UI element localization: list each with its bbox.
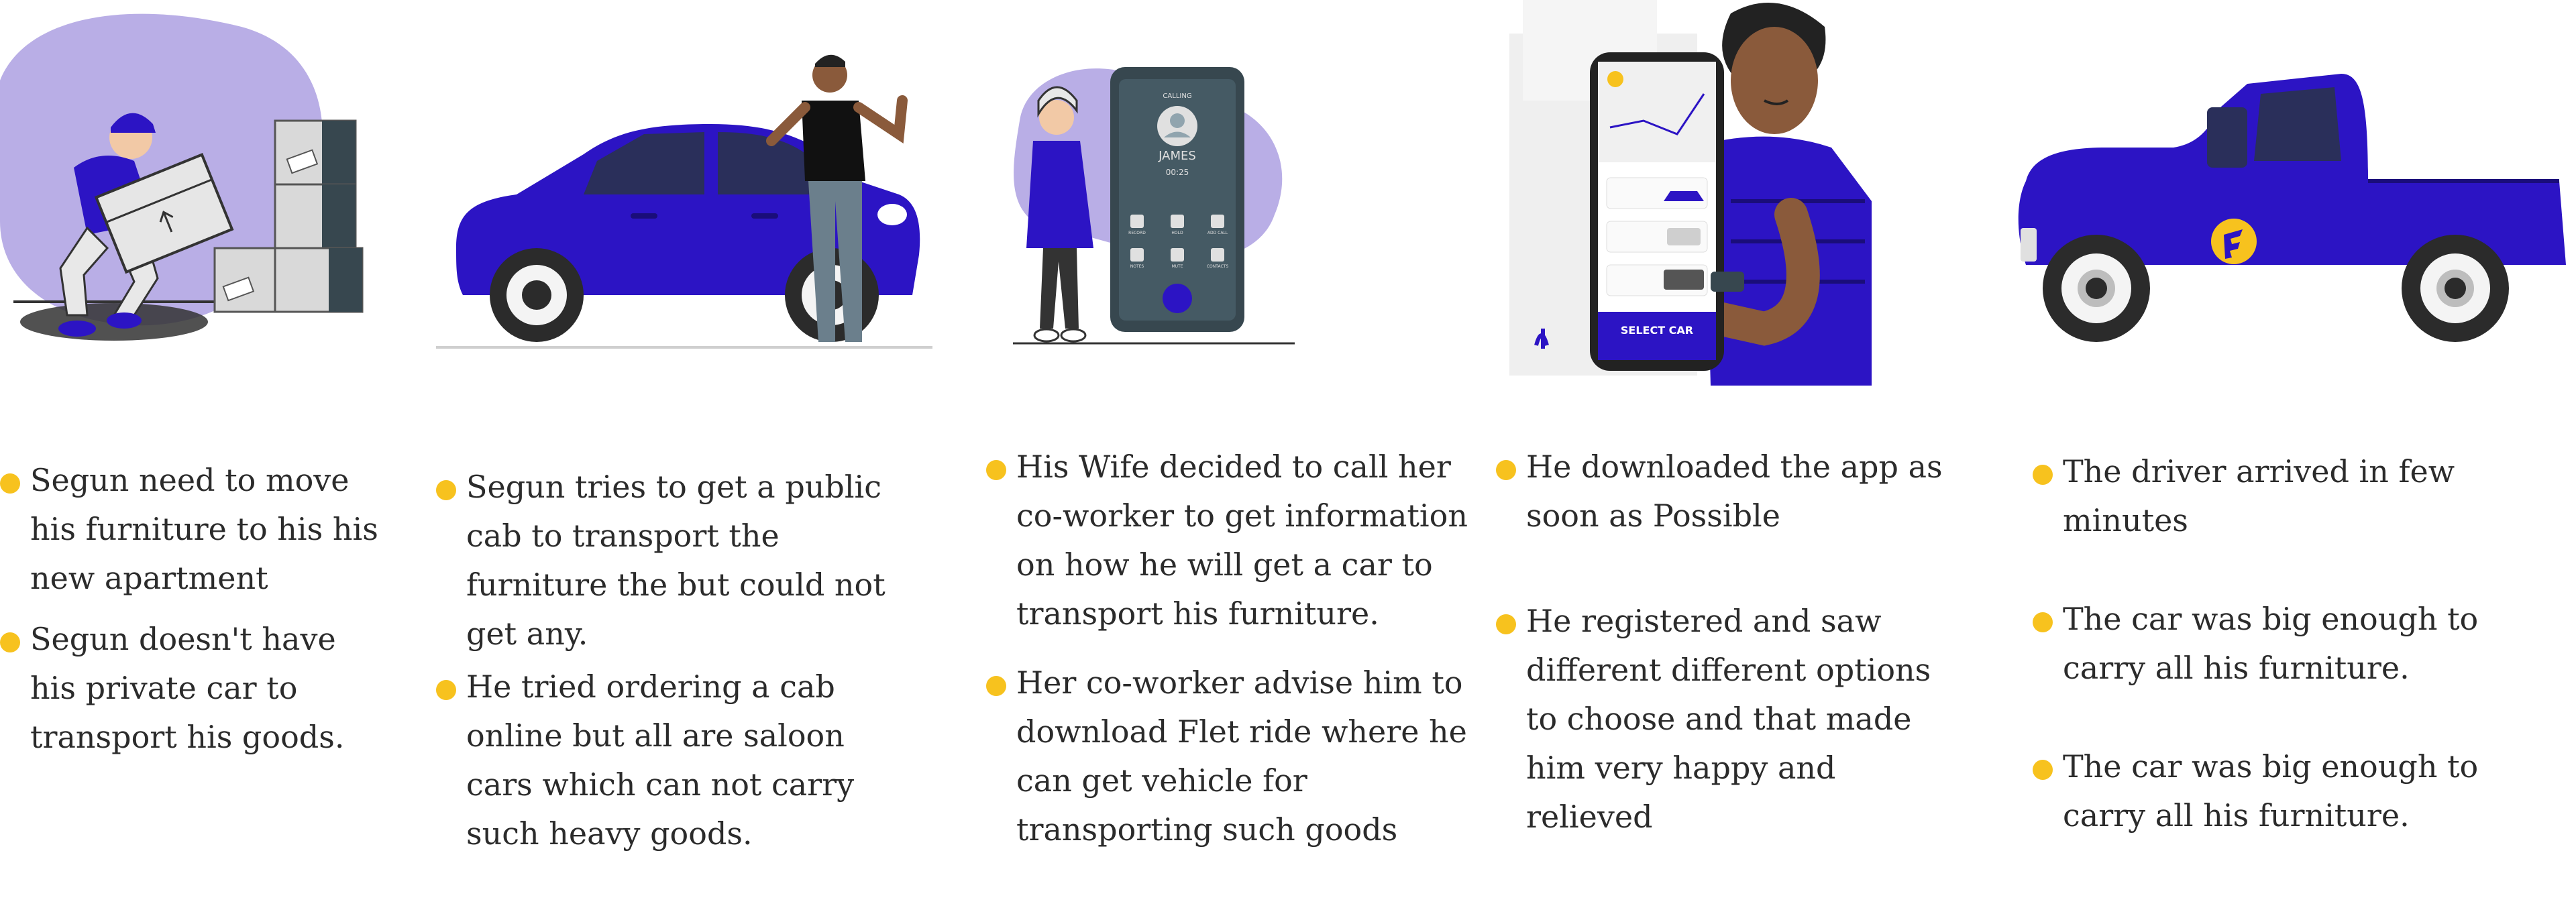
- bullet-dot: [0, 473, 20, 494]
- list-item: Her co-worker advise him to download Fle…: [986, 659, 1483, 854]
- story-column-4: He downloaded the app as soon as Possibl…: [1496, 443, 1966, 842]
- illustration-woman-phone-call: CALLING JAMES 00:25 RECORD HOLD ADD CALL…: [993, 0, 1315, 362]
- bullet-dot: [436, 480, 456, 500]
- bullet-dot: [0, 632, 20, 652]
- call-timer: 00:25: [1165, 168, 1189, 177]
- list-item-text: The car was big enough to carry all his …: [2063, 748, 2479, 834]
- illustration-pickup-truck: [2006, 0, 2576, 362]
- list-item-text: Segun need to move his furniture to his …: [30, 462, 378, 596]
- call-control-contacts[interactable]: CONTACTS: [1206, 264, 1229, 269]
- illustration-man-beside-saloon-car: [429, 0, 939, 362]
- call-control-mute[interactable]: MUTE: [1171, 264, 1183, 269]
- call-control-notes[interactable]: NOTES: [1130, 264, 1144, 269]
- bullet-dot: [986, 676, 1006, 696]
- call-control-add-call[interactable]: ADD CALL: [1207, 231, 1228, 235]
- list-item: He downloaded the app as soon as Possibl…: [1496, 443, 1966, 540]
- list-item-text: The driver arrived in few minutes: [2063, 453, 2455, 538]
- call-control-hold[interactable]: HOLD: [1171, 231, 1183, 235]
- bullet-dot: [2033, 760, 2053, 780]
- list-item: His Wife decided to call her co-worker t…: [986, 443, 1483, 638]
- list-item: He tried ordering a cab online but all a…: [436, 663, 906, 858]
- list-item: The car was big enough to carry all his …: [2033, 742, 2502, 840]
- illustration-man-with-app: SELECT CAR: [1509, 0, 1885, 389]
- phone-icon: [1013, 67, 1295, 345]
- list-item: He registered and saw different differen…: [1496, 597, 1966, 842]
- list-item: Segun need to move his furniture to his …: [0, 456, 389, 603]
- list-item-text: The car was big enough to carry all his …: [2063, 601, 2479, 686]
- list-item-text: Segun doesn't have his private car to tr…: [30, 621, 345, 755]
- story-column-2: Segun tries to get a public cab to trans…: [436, 463, 906, 858]
- bullet-dot: [1496, 614, 1516, 634]
- list-item-text: He downloaded the app as soon as Possibl…: [1526, 449, 1943, 534]
- list-item: The car was big enough to carry all his …: [2033, 595, 2502, 693]
- story-column-1: Segun need to move his furniture to his …: [0, 456, 389, 762]
- car-icon: [436, 54, 932, 349]
- bullet-dot: [436, 680, 456, 700]
- mobile-app-icon: [1509, 0, 1872, 386]
- story-column-5: The driver arrived in few minutes The ca…: [2033, 447, 2502, 840]
- call-label: CALLING: [1163, 93, 1192, 100]
- list-item: Segun tries to get a public cab to trans…: [436, 463, 906, 659]
- list-item: The driver arrived in few minutes: [2033, 447, 2502, 545]
- bullet-dot: [986, 460, 1006, 480]
- list-item-text: Segun tries to get a public cab to trans…: [466, 469, 885, 652]
- story-column-3: His Wife decided to call her co-worker t…: [986, 443, 1483, 854]
- bullet-dot: [1496, 460, 1516, 480]
- select-car-button[interactable]: SELECT CAR: [1620, 324, 1694, 337]
- list-item-text: He tried ordering a cab online but all a…: [466, 669, 855, 852]
- bullet-dot: [2033, 465, 2053, 485]
- call-control-record[interactable]: RECORD: [1128, 231, 1146, 235]
- list-item: Segun doesn't have his private car to tr…: [0, 615, 389, 762]
- caller-name: JAMES: [1159, 149, 1196, 163]
- list-item-text: His Wife decided to call her co-worker t…: [1016, 449, 1468, 632]
- box-icon: [0, 13, 364, 341]
- truck-icon: [2018, 74, 2566, 342]
- illustration-mover-with-boxes: [0, 0, 402, 362]
- bullet-dot: [2033, 612, 2053, 632]
- list-item-text: Her co-worker advise him to download Fle…: [1016, 665, 1467, 848]
- list-item-text: He registered and saw different differen…: [1526, 603, 1931, 835]
